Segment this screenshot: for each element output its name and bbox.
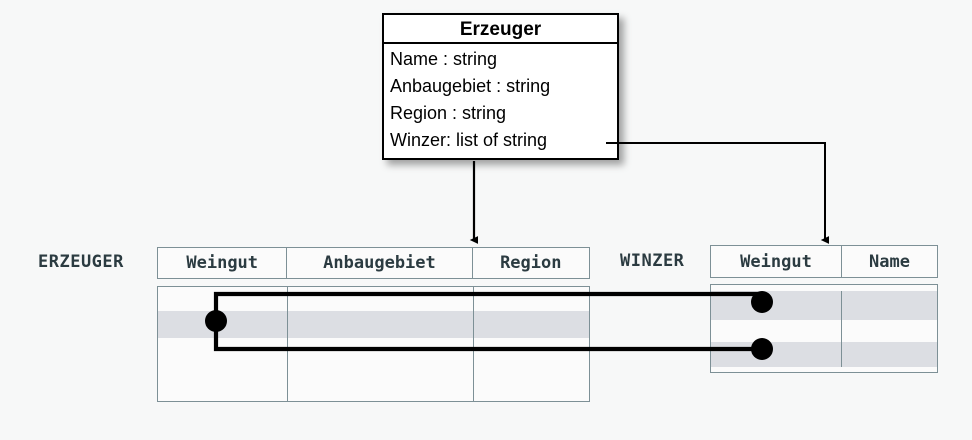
uml-attribute-name: Name : string bbox=[390, 49, 498, 69]
fk-source-dot-erzeuger bbox=[205, 310, 227, 332]
uml-class-name: Erzeuger bbox=[384, 15, 617, 44]
table-cell bbox=[288, 364, 474, 401]
column-header-name: Name bbox=[869, 251, 910, 272]
table-label-winzer: WINZER bbox=[620, 251, 685, 271]
fk-link-erzeuger-to-winzer-row1 bbox=[213, 291, 761, 321]
table-cell bbox=[711, 320, 842, 342]
fk-link-erzeuger-to-winzer-row3 bbox=[213, 321, 758, 352]
table-cell bbox=[288, 311, 474, 338]
fk-target-dot-winzer-row3 bbox=[751, 338, 773, 360]
table-label-erzeuger: ERZEUGER bbox=[38, 252, 124, 272]
uml-attribute-anbaugebiet: Anbaugebiet : string bbox=[390, 76, 551, 96]
table-cell bbox=[711, 342, 842, 367]
table-row[interactable] bbox=[158, 287, 589, 311]
table-cell bbox=[711, 291, 842, 320]
table-cell bbox=[158, 311, 288, 338]
table-body-erzeuger bbox=[157, 286, 590, 402]
table-cell bbox=[158, 364, 288, 401]
table-row[interactable] bbox=[711, 342, 937, 367]
table-cell bbox=[158, 287, 288, 311]
column-header-anbaugebiet: Anbaugebiet bbox=[287, 248, 473, 278]
column-header-region: Region bbox=[500, 253, 562, 273]
uml-attribute-list: Name : string Anbaugebiet : string Regio… bbox=[384, 44, 617, 154]
fk-target-dot-winzer-row1 bbox=[751, 291, 773, 313]
uml-attribute-region: Region : string bbox=[390, 103, 507, 123]
uml-attribute-winzer: Winzer: list of string bbox=[390, 130, 548, 150]
table-body-winzer bbox=[710, 284, 938, 373]
column-header-weingut: Weingut bbox=[711, 246, 842, 277]
table-row[interactable] bbox=[711, 320, 937, 342]
column-header-weingut: Weingut bbox=[158, 248, 288, 278]
uml-class-box-erzeuger: Erzeuger Name : string Anbaugebiet : str… bbox=[382, 13, 619, 160]
table-row[interactable] bbox=[158, 364, 589, 401]
table-cell bbox=[288, 287, 474, 311]
mapping-arrow-winzer-attr-to-winzer-table bbox=[606, 142, 830, 244]
table-header-erzeuger: Weingut Anbaugebiet Region bbox=[157, 247, 590, 279]
table-header-winzer: Weingut Name bbox=[710, 245, 938, 278]
table-row[interactable] bbox=[158, 311, 589, 338]
